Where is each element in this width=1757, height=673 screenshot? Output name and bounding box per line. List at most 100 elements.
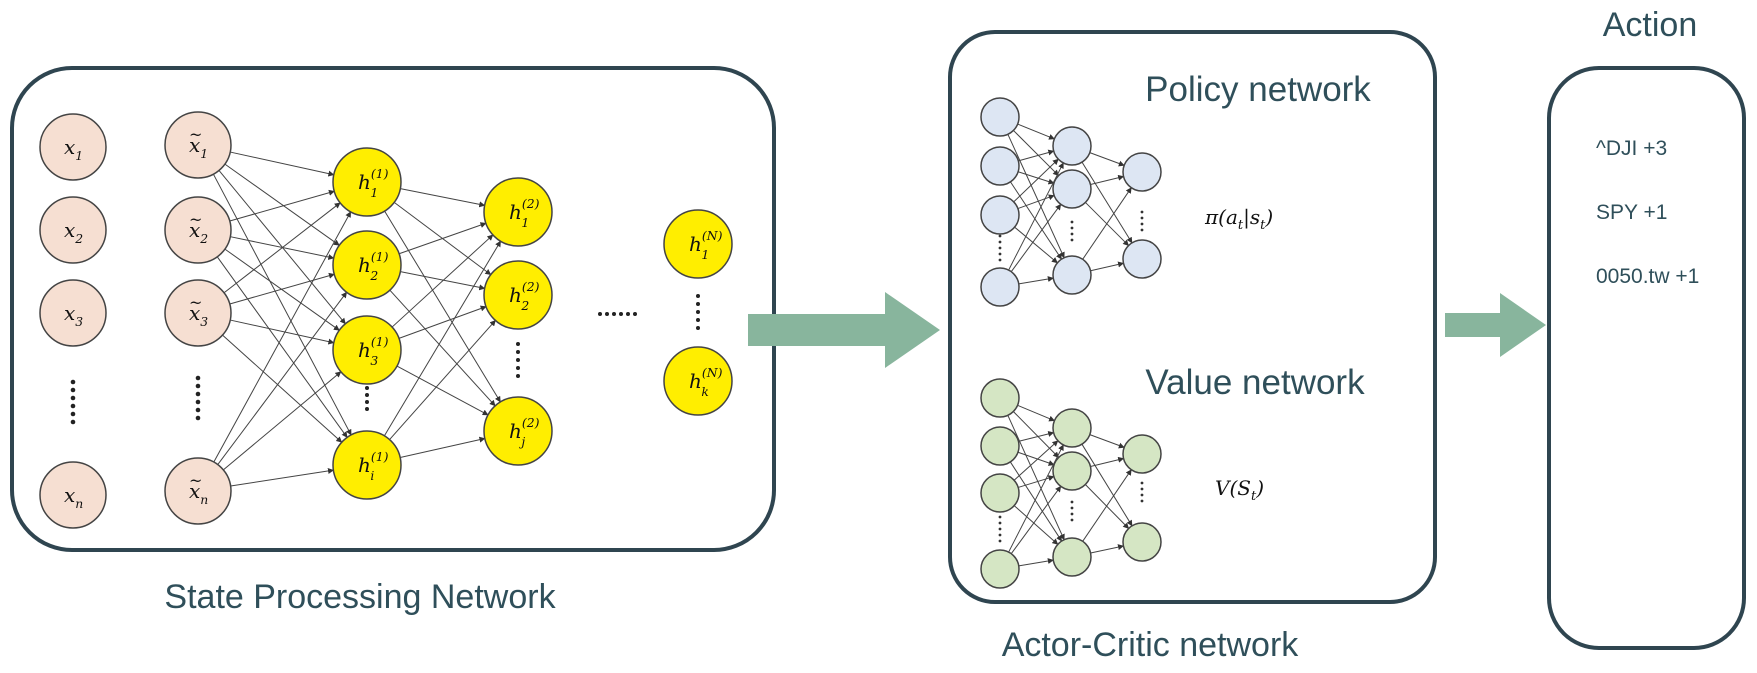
- edge-h1-to-h2: [400, 271, 486, 291]
- tilde-input-node-3: x3~: [164, 279, 232, 347]
- policy-edge-l2-l3: [1082, 187, 1132, 260]
- vertical-ellipsis-raw: [70, 379, 76, 425]
- value-l2-node-3: [1052, 537, 1092, 577]
- value-l1-node-4-circle: [980, 549, 1020, 589]
- hidden1-node-4-circle: [332, 430, 402, 500]
- state-network-edges: [212, 151, 502, 487]
- value-l2-node-2: [1052, 451, 1092, 491]
- policy-edge-l1-l2: [1017, 194, 1055, 210]
- hidden2-node-3: h(2)j: [483, 396, 553, 466]
- raw-input-node-2-circle: [39, 196, 107, 264]
- hidden1-node-4: h(1)i: [332, 430, 402, 500]
- edge-tilde-to-h1: [213, 211, 352, 463]
- hidden2-node-2-circle: [483, 260, 553, 330]
- value-l2-node-2-circle: [1052, 451, 1092, 491]
- tilde-input-node-3-label: x3: [189, 301, 208, 329]
- hiddenN-node-1: h(N)1: [663, 209, 733, 279]
- value-edge-l1-l2: [1017, 404, 1056, 422]
- hidden1-node-4-label: h(1)i: [358, 449, 389, 483]
- tilde-input-node-4-tilde: ~: [189, 471, 202, 490]
- tilde-input-node-2: x2~: [164, 196, 232, 264]
- hiddenN-node-2: h(N)k: [663, 346, 733, 416]
- value-network-title: Value network: [1145, 363, 1365, 402]
- policy-l1-node-2-circle: [980, 146, 1020, 186]
- value-edge-l1-l2: [1009, 461, 1063, 542]
- edge-h1-to-h2: [389, 289, 496, 407]
- value-l1-node-1: [980, 378, 1020, 418]
- value-edge-l1-l2: [1012, 411, 1060, 458]
- vertical-ellipsis-h2: [516, 342, 520, 378]
- hiddenN-node-2-circle: [663, 346, 733, 416]
- edge-tilde-to-h1: [230, 151, 335, 177]
- raw-input-node-1-circle: [39, 113, 107, 181]
- policy-l2-node-3-circle: [1052, 255, 1092, 295]
- edge-h1-to-h2: [400, 436, 486, 459]
- hidden1-node-2-circle: [332, 230, 402, 300]
- value-edge-l1-l2: [1018, 431, 1055, 442]
- policy-l1-node-2: [980, 146, 1020, 186]
- value-l1-node-2: [980, 426, 1020, 466]
- vertical-ellipsis-tilde: [195, 375, 201, 421]
- hidden1-node-3: h(1)3: [332, 315, 402, 385]
- hidden2-node-1: h(2)1: [483, 177, 553, 247]
- edge-h1-to-h2: [400, 188, 486, 208]
- policy-edge-l1-l2: [1013, 130, 1059, 176]
- value-edge-l1-l2: [1018, 558, 1054, 567]
- edge-tilde-to-h1: [229, 272, 335, 305]
- value-edge-l2-l3: [1084, 484, 1130, 529]
- actor-critic-caption: Actor-Critic network: [1002, 626, 1300, 664]
- policy-l1-node-4-circle: [980, 267, 1020, 307]
- value-l3-node-1: [1122, 434, 1162, 474]
- value-edge-l2-l3: [1082, 469, 1132, 542]
- raw-input-node-4-label: xn: [64, 483, 83, 511]
- policy-edge-l2-l3: [1090, 174, 1125, 186]
- action-frame: [1547, 66, 1746, 650]
- value-ellipses: [998, 481, 1144, 543]
- value-network-edges: [1007, 404, 1133, 567]
- policy-edge-l1-l2: [1007, 134, 1065, 259]
- policy-l1-node-1: [980, 97, 1020, 137]
- value-edge-l2-l3: [1090, 456, 1125, 468]
- hidden2-node-2: h(2)2: [483, 260, 553, 330]
- policy-edge-l1-l2: [1018, 276, 1054, 285]
- action-title: Action: [1603, 6, 1698, 44]
- edge-h1-to-h2: [383, 240, 502, 437]
- hiddenN-node-1-label: h(N)1: [689, 228, 723, 262]
- value-l3-node-2: [1122, 522, 1162, 562]
- raw-input-node-4-circle: [39, 461, 107, 529]
- policy-l3-node-2: [1122, 239, 1162, 279]
- value-edge-l1-l2: [1013, 505, 1059, 545]
- action-item-spy: SPY +1: [1596, 201, 1667, 224]
- policy-l2-node-1-circle: [1052, 126, 1092, 166]
- policy-formula: π(at|st): [1204, 205, 1273, 233]
- edge-tilde-to-h1: [217, 291, 348, 465]
- hidden1-node-3-circle: [332, 315, 402, 385]
- hidden2-node-3-circle: [483, 396, 553, 466]
- vertical-ellipsis-hn: [696, 294, 700, 330]
- edge-tilde-to-h1: [223, 371, 342, 471]
- tilde-input-node-3-tilde: ~: [189, 293, 202, 312]
- hiddenN-node-2-label: h(N)k: [689, 365, 723, 399]
- policy-edge-l1-l2: [1010, 203, 1062, 272]
- policy-l2-node-2: [1052, 169, 1092, 209]
- edge-h1-to-h2: [398, 305, 487, 339]
- tilde-input-node-2-label: x2: [189, 218, 208, 246]
- raw-input-node-1: x1: [39, 113, 107, 181]
- value-edge-l2-l3: [1081, 443, 1133, 527]
- value-l3-node-2-circle: [1122, 522, 1162, 562]
- edge-h1-to-h2: [389, 319, 496, 440]
- raw-input-node-3-circle: [39, 279, 107, 347]
- policy-l1-node-1-circle: [980, 97, 1020, 137]
- network-nodes: x1x2x3xnx1~x2~x3~xn~h(1)1h(1)2h(1)3h(1)i…: [39, 97, 1162, 589]
- value-l1-node-3-circle: [980, 473, 1020, 513]
- value-l1-node-1-circle: [980, 378, 1020, 418]
- policy-l3-node-1: [1122, 152, 1162, 192]
- tilde-input-node-2-tilde: ~: [189, 210, 202, 229]
- hidden1-node-2: h(1)2: [332, 230, 402, 300]
- horizontal-ellipsis: [598, 312, 637, 316]
- edge-tilde-to-h1: [229, 189, 335, 222]
- tilde-input-node-4-circle: [164, 457, 232, 525]
- arrow-state-to-actor-critic: [748, 292, 940, 368]
- value-edge-l1-l2: [1018, 475, 1055, 488]
